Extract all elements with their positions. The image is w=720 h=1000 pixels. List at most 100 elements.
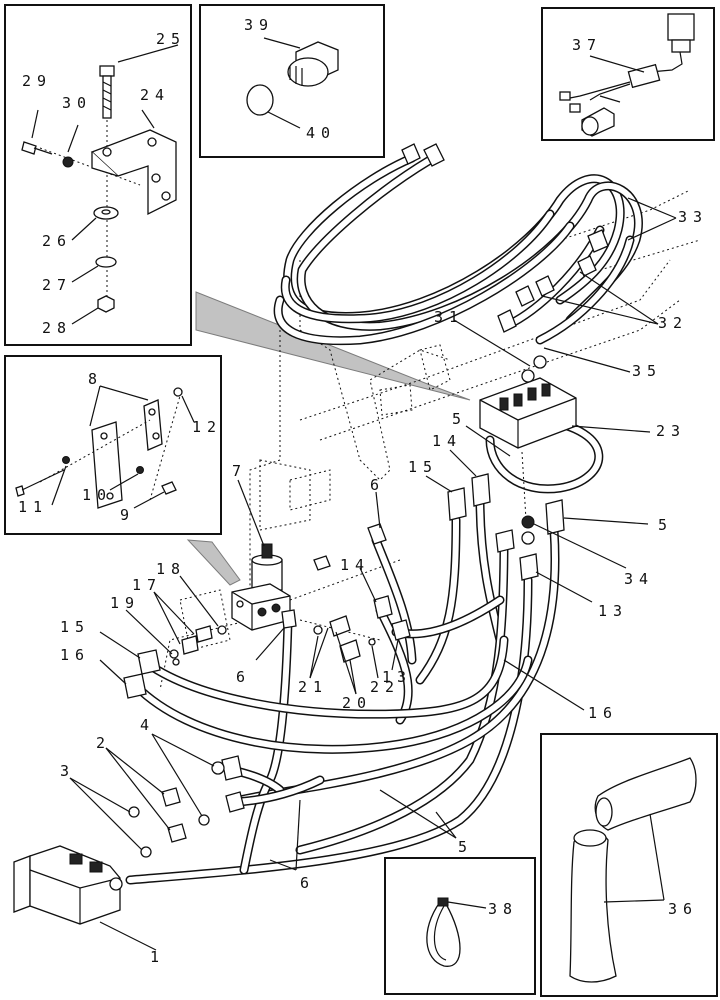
callout-16-left: 16 (60, 646, 90, 664)
leader-16b (503, 659, 585, 711)
callout-9: 9 (120, 506, 135, 524)
callout-10: 10 (82, 486, 112, 504)
callout-5-lower: 5 (458, 838, 473, 856)
leader-33b (627, 217, 677, 241)
callout-11: 11 (18, 498, 48, 516)
leader-6c-b (295, 799, 301, 871)
coupler-block (13, 845, 123, 925)
callout-4: 4 (140, 716, 155, 734)
leader-wedge-lower (186, 539, 241, 586)
leader-20b (349, 659, 357, 695)
callout-26: 26 (42, 232, 72, 250)
leader-22 (371, 645, 379, 679)
valve-block-manifold (479, 355, 604, 521)
tractor-frame-outline (159, 189, 701, 691)
leader-20a (335, 631, 357, 695)
leader-35 (543, 347, 631, 373)
leader-15a (425, 475, 453, 493)
callout-37: 37 (572, 36, 602, 54)
leader-wedge-upper (195, 291, 471, 401)
leader-18 (179, 575, 219, 627)
long-hoses-left (123, 635, 533, 754)
callout-30: 30 (62, 94, 92, 112)
leader-17a (153, 591, 195, 635)
callout-22: 22 (370, 678, 400, 696)
callout-35: 35 (632, 362, 662, 380)
leader-1 (99, 921, 157, 951)
leader-6a (375, 491, 381, 529)
leader-21b (309, 627, 329, 679)
leader-4a (151, 733, 215, 767)
plug-oring (246, 37, 339, 129)
leader-13a (535, 571, 593, 603)
callout-39: 39 (244, 16, 274, 34)
callout-23: 23 (656, 422, 686, 440)
leader-4b (151, 733, 203, 817)
leader-16a (99, 659, 127, 685)
callout-29: 29 (22, 72, 52, 90)
leader-6c-a (269, 859, 297, 871)
callout-33: 33 (678, 208, 708, 226)
callout-8: 8 (88, 370, 103, 388)
callout-15-left: 15 (60, 618, 90, 636)
leader-5c-b (435, 811, 457, 839)
control-valve (231, 543, 401, 641)
leader-32b (541, 295, 659, 325)
leader-5a (465, 425, 511, 457)
callout-16-right: 16 (588, 704, 618, 722)
callout-12: 12 (192, 418, 222, 436)
callout-31: 31 (434, 308, 464, 326)
leader-3a (69, 777, 131, 813)
valve-fittings (169, 555, 376, 666)
callout-18: 18 (156, 560, 186, 578)
leader-14a (449, 449, 477, 477)
leader-3b (69, 777, 143, 851)
callout-2: 2 (96, 734, 111, 752)
leader-23 (571, 425, 651, 433)
callout-6-lower: 6 (300, 874, 315, 892)
leader-31 (453, 319, 531, 367)
leader-13b (391, 639, 399, 671)
leader-5b (563, 517, 649, 525)
callout-24: 24 (140, 86, 170, 104)
leader-7 (237, 479, 265, 547)
callout-17: 17 (132, 576, 162, 594)
callout-1: 1 (150, 948, 165, 966)
leader-32a (579, 271, 659, 325)
callout-27: 27 (42, 276, 72, 294)
callout-5-upper: 5 (452, 410, 467, 428)
callout-15-upper: 15 (408, 458, 438, 476)
mount-bracket-bolts (15, 385, 195, 509)
callout-32: 32 (658, 314, 688, 332)
inset-strap (384, 857, 536, 995)
callout-6-mid: 6 (236, 668, 251, 686)
inset-plug-oring (199, 4, 385, 158)
callout-14-lower: 14 (340, 556, 370, 574)
callout-25: 25 (156, 30, 186, 48)
leader-15b (99, 631, 141, 659)
callout-21: 21 (298, 678, 328, 696)
leader-34 (533, 523, 627, 569)
leader-5c-a (379, 789, 457, 839)
lower-fittings (128, 755, 325, 858)
callout-28: 28 (42, 319, 72, 337)
callout-34: 34 (624, 570, 654, 588)
protective-sleeves (569, 757, 697, 983)
callout-13-lower: 13 (382, 668, 412, 686)
leader-14b (359, 567, 377, 603)
leader-19 (125, 609, 173, 655)
wiring-harness-switch (559, 13, 695, 137)
callout-38: 38 (488, 900, 518, 918)
callout-40: 40 (306, 124, 336, 142)
callout-7: 7 (232, 462, 247, 480)
callout-3: 3 (60, 762, 75, 780)
callout-13-right: 13 (598, 602, 628, 620)
callout-14-upper: 14 (432, 432, 462, 450)
hose-strap (426, 897, 487, 967)
callout-36: 36 (668, 900, 698, 918)
leader-21a (309, 635, 319, 679)
leader-17b (153, 591, 181, 645)
leader-2b (105, 747, 171, 831)
leader-33a (627, 197, 677, 219)
bracket-assembly (21, 44, 179, 325)
